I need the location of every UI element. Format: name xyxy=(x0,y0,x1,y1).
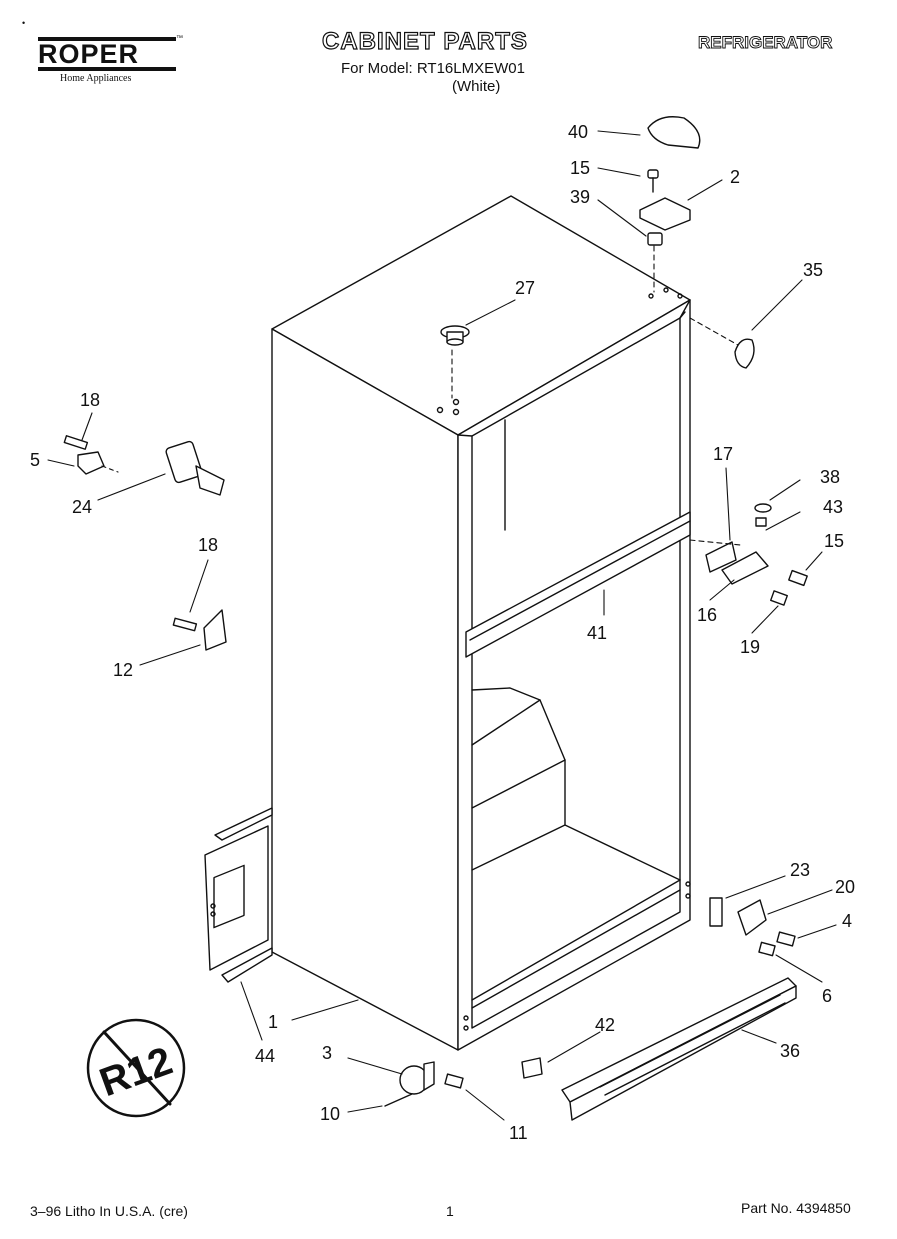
appliance-category: REFRIGERATOR xyxy=(698,33,833,53)
hinge-plug-part xyxy=(734,338,755,369)
callout-27: 27 xyxy=(515,278,535,298)
toe-grille-part xyxy=(561,977,797,1121)
brand-name: ROPER xyxy=(38,37,176,71)
center-hinge-group xyxy=(705,503,808,606)
callout-39: 39 xyxy=(570,187,590,207)
hinge-shim-part xyxy=(647,232,663,246)
callout-20: 20 xyxy=(835,877,855,897)
callout-5: 5 xyxy=(30,450,40,470)
door-stop-part xyxy=(165,440,225,496)
page-title: CABINET PARTS xyxy=(321,27,528,55)
brand-logo: ROPER ™ Home Appliances xyxy=(38,33,183,84)
grille-clip-part xyxy=(521,1057,543,1079)
screw-and-cover-part xyxy=(63,435,105,475)
callout-44: 44 xyxy=(255,1046,275,1066)
mullion-divider xyxy=(465,511,691,658)
hinge-cover-part xyxy=(647,116,701,149)
part-number: Part No. 4394850 xyxy=(741,1200,851,1216)
callout-15: 15 xyxy=(824,531,844,551)
callout-41: 41 xyxy=(587,623,607,643)
callout-38: 38 xyxy=(820,467,840,487)
callout-18: 18 xyxy=(80,390,100,410)
callout-11: 11 xyxy=(509,1123,528,1143)
cabinet-left-side xyxy=(271,328,459,1051)
callout-17: 17 xyxy=(713,444,733,464)
print-info: 3–96 Litho In U.S.A. (cre) xyxy=(30,1203,188,1219)
page-number: 1 xyxy=(446,1203,454,1219)
screw-and-bracket-part xyxy=(172,609,227,651)
callout-24: 24 xyxy=(72,497,92,517)
callout-23: 23 xyxy=(790,860,810,880)
callout-42: 42 xyxy=(595,1015,615,1035)
cabinet-body xyxy=(271,195,691,1051)
cabinet-plug-part xyxy=(440,325,470,346)
screw-part-top xyxy=(647,169,659,193)
side-rail-bracket xyxy=(204,807,273,983)
callout-12: 12 xyxy=(113,660,133,680)
callout-43: 43 xyxy=(823,497,843,517)
color-line: (White) xyxy=(452,78,501,95)
callout-19: 19 xyxy=(740,637,760,657)
corner-mark: • xyxy=(22,18,26,28)
bottom-hinge-group xyxy=(709,897,796,957)
callout-18: 18 xyxy=(198,535,218,555)
callout-6: 6 xyxy=(822,986,832,1006)
leader-lines xyxy=(47,130,837,1121)
callout-16: 16 xyxy=(697,605,717,625)
callout-15: 15 xyxy=(570,158,590,178)
callout-35: 35 xyxy=(803,260,823,280)
callout-40: 40 xyxy=(568,122,588,142)
callout-3: 3 xyxy=(322,1043,332,1063)
cabinet-front-opening xyxy=(471,317,681,1029)
top-hinge-part xyxy=(639,197,691,231)
model-line: For Model: RT16LMXEW01 xyxy=(341,60,525,77)
brand-tagline: Home Appliances xyxy=(60,73,132,84)
leveler-group xyxy=(384,1061,464,1107)
no-r12-badge: R12 xyxy=(86,1018,186,1118)
callout-10: 10 xyxy=(320,1104,340,1124)
callout-36: 36 xyxy=(780,1041,800,1061)
callout-1: 1 xyxy=(268,1012,278,1032)
callout-numbers: 40 15 2 39 35 27 18 5 24 18 12 17 38 43 … xyxy=(30,122,855,1143)
trademark-mark: ™ xyxy=(176,35,183,42)
callout-4: 4 xyxy=(842,911,852,931)
callout-2: 2 xyxy=(730,167,740,187)
